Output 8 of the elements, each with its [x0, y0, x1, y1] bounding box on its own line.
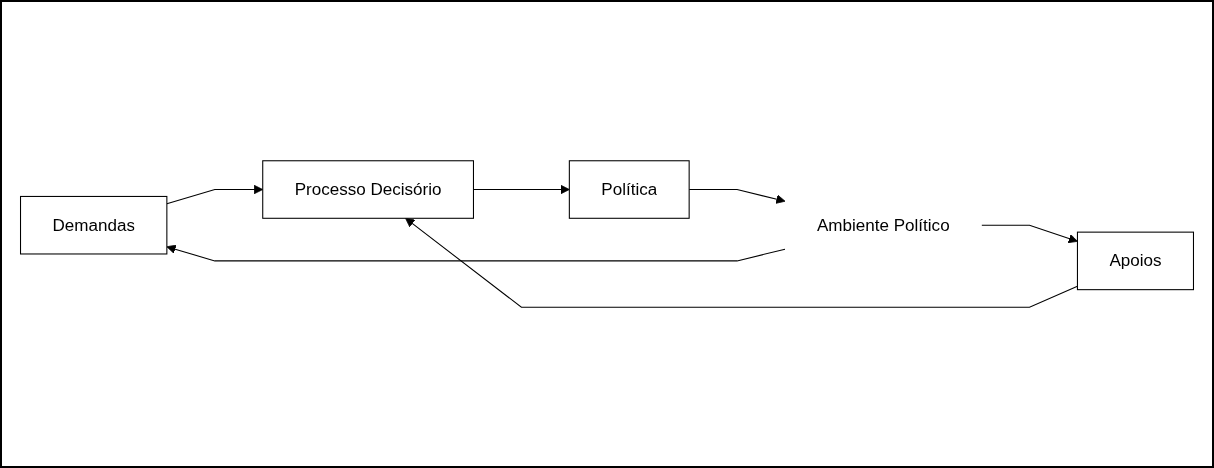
node-box: Apoios [1076, 231, 1194, 291]
arrow [166, 244, 786, 262]
node-box: Demandas [20, 195, 168, 255]
node-box: Processo Decisório [262, 160, 474, 219]
node-text: Ambiente Político [816, 215, 950, 234]
arrow [405, 217, 1078, 308]
node-box: Política [568, 160, 690, 219]
arrow [981, 224, 1078, 244]
